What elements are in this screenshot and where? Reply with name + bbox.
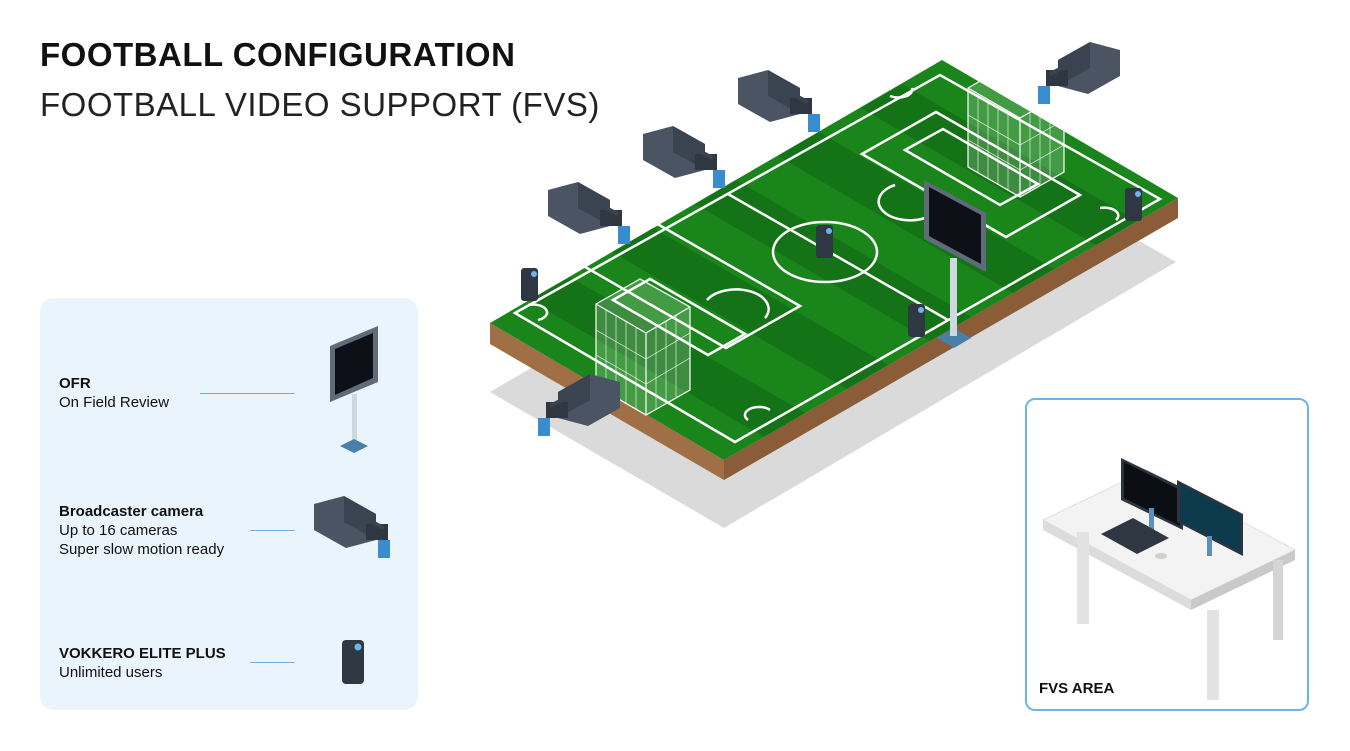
legend-ofr-name: OFR [59,375,91,392]
legend-ofr: OFR On Field Review [59,374,169,412]
legend-panel: OFR On Field Review Broadcaster camera U… [40,298,418,710]
legend-vokkero-connector [250,662,295,663]
fvs-area-label: FVS AREA [1039,680,1115,697]
broadcast-camera-icon [314,496,390,558]
broadcast-camera-icon [738,70,820,132]
legend-vokkero-desc: Unlimited users [59,664,163,681]
legend-ofr-connector [200,393,295,394]
page-title: FOOTBALL CONFIGURATION [40,36,516,73]
legend-ofr-desc: On Field Review [59,394,170,411]
broadcast-camera-icon [538,374,620,436]
broadcast-camera-icon [1038,42,1120,104]
vokkero-device-icon [521,268,538,301]
monitor-icon [924,180,986,348]
legend-broadcaster-line1: Up to 16 cameras [59,522,178,539]
fvs-area-box: FVS AREA [1025,398,1309,711]
vokkero-device-icon [1125,188,1142,221]
vokkero-device-icon [342,640,364,684]
legend-broadcaster-line2: Super slow motion ready [59,541,225,558]
vokkero-device-icon [816,225,833,258]
legend-vokkero: VOKKERO ELITE PLUS Unlimited users [59,644,226,682]
vokkero-device-icon [908,304,925,337]
desk-workstation-icon [1041,458,1297,700]
legend-broadcaster: Broadcaster camera Up to 16 cameras Supe… [59,502,224,559]
broadcast-camera-icon [548,182,630,244]
legend-vokkero-name: VOKKERO ELITE PLUS [59,645,226,662]
monitor-icon [330,326,378,453]
page-subtitle: FOOTBALL VIDEO SUPPORT (FVS) [40,86,600,123]
legend-broadcaster-name: Broadcaster camera [59,503,204,520]
legend-broadcaster-connector [250,530,295,531]
broadcast-camera-icon [643,126,725,188]
pitch-markings [512,73,1163,444]
